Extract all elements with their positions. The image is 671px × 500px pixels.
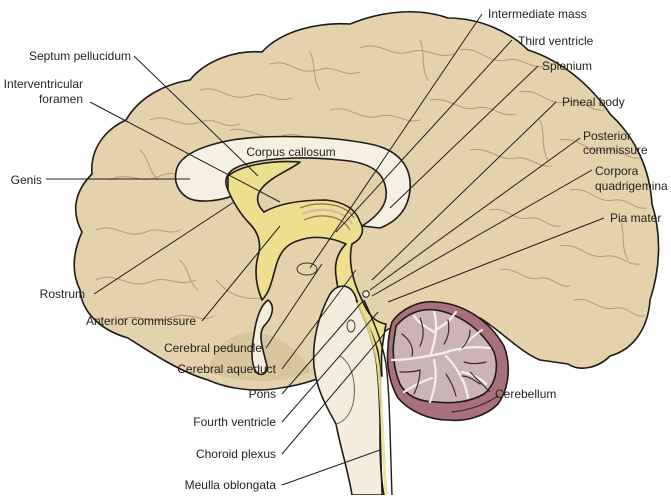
label-septum-pellucidum: Septum pellucidum	[29, 49, 131, 63]
label-rostrum: Rostrum	[40, 287, 85, 301]
leader-choroid-plexus	[281, 333, 385, 455]
leader-intermediate-mass	[309, 13, 483, 269]
leader-interventricular-foramen	[89, 101, 281, 203]
label-corpus-callosum: Corpus callosum	[246, 145, 335, 159]
label-corpora-quadrigemina-1: Corpora	[595, 164, 639, 178]
label-medulla-oblongata: Meulla oblongata	[185, 478, 277, 492]
label-anterior-commissure: Anterior commissure	[86, 314, 196, 328]
leader-rostrum	[93, 201, 235, 295]
leader-medulla-oblongata	[281, 449, 381, 486]
leader-pineal-body	[371, 101, 557, 281]
label-pia-mater: Pia mater	[610, 211, 661, 225]
midbrain-circle	[346, 319, 356, 333]
intermediate-mass	[296, 262, 318, 276]
label-choroid-plexus: Choroid plexus	[196, 447, 276, 461]
labels: Septum pellucidum Interventricular foram…	[4, 7, 668, 492]
label-cerebral-aqueduct: Cerebral aqueduct	[177, 362, 276, 376]
cerebellum	[386, 300, 510, 422]
leader-anterior-commissure	[201, 225, 281, 322]
label-interventricular-foramen-1: Interventricular	[4, 77, 83, 91]
pons-contour	[335, 355, 355, 425]
label-cerebral-peduncle: Cerebral peduncle	[164, 341, 262, 355]
leader-cerebral-peduncle	[265, 263, 323, 349]
third-ventricle-region	[227, 160, 387, 377]
label-fourth-ventricle: Fourth ventricle	[193, 415, 276, 429]
label-cerebellum: Cerebellum	[495, 387, 556, 401]
label-pons: Pons	[249, 387, 276, 401]
leader-pons	[281, 301, 363, 395]
hypothalamus-pituitary	[251, 299, 274, 376]
cerebellum-fissures	[399, 317, 499, 413]
corpus-callosum	[174, 135, 411, 229]
leader-cerebellum	[469, 371, 491, 393]
leader-fourth-ventricle	[281, 311, 379, 423]
cerebrum-outline	[73, 11, 660, 391]
leader-cerebral-aqueduct	[281, 269, 357, 370]
leader-splenium	[389, 65, 539, 209]
leader-septum-pellucidum	[133, 55, 259, 177]
label-interventricular-foramen-2: foramen	[39, 92, 83, 106]
leader-corpora-quadrigemina	[371, 169, 593, 297]
leader-third-ventricle	[335, 39, 513, 233]
label-third-ventricle: Third ventricle	[518, 34, 594, 48]
cerebrum	[73, 11, 660, 391]
label-intermediate-mass: Intermediate mass	[488, 7, 587, 21]
leader-pia-mater	[387, 217, 605, 303]
label-corpora-quadrigemina-2: quadrigemina	[595, 179, 668, 193]
label-posterior-commissure-2: commissure	[583, 143, 648, 157]
label-genis: Genis	[11, 173, 42, 187]
label-pineal-body: Pineal body	[562, 95, 625, 109]
leader-posterior-commissure	[369, 137, 581, 291]
label-splenium: Splenium	[542, 59, 592, 73]
label-posterior-commissure-1: Posterior	[583, 129, 631, 143]
leader-lines	[46, 13, 605, 486]
pineal-body	[362, 290, 370, 298]
